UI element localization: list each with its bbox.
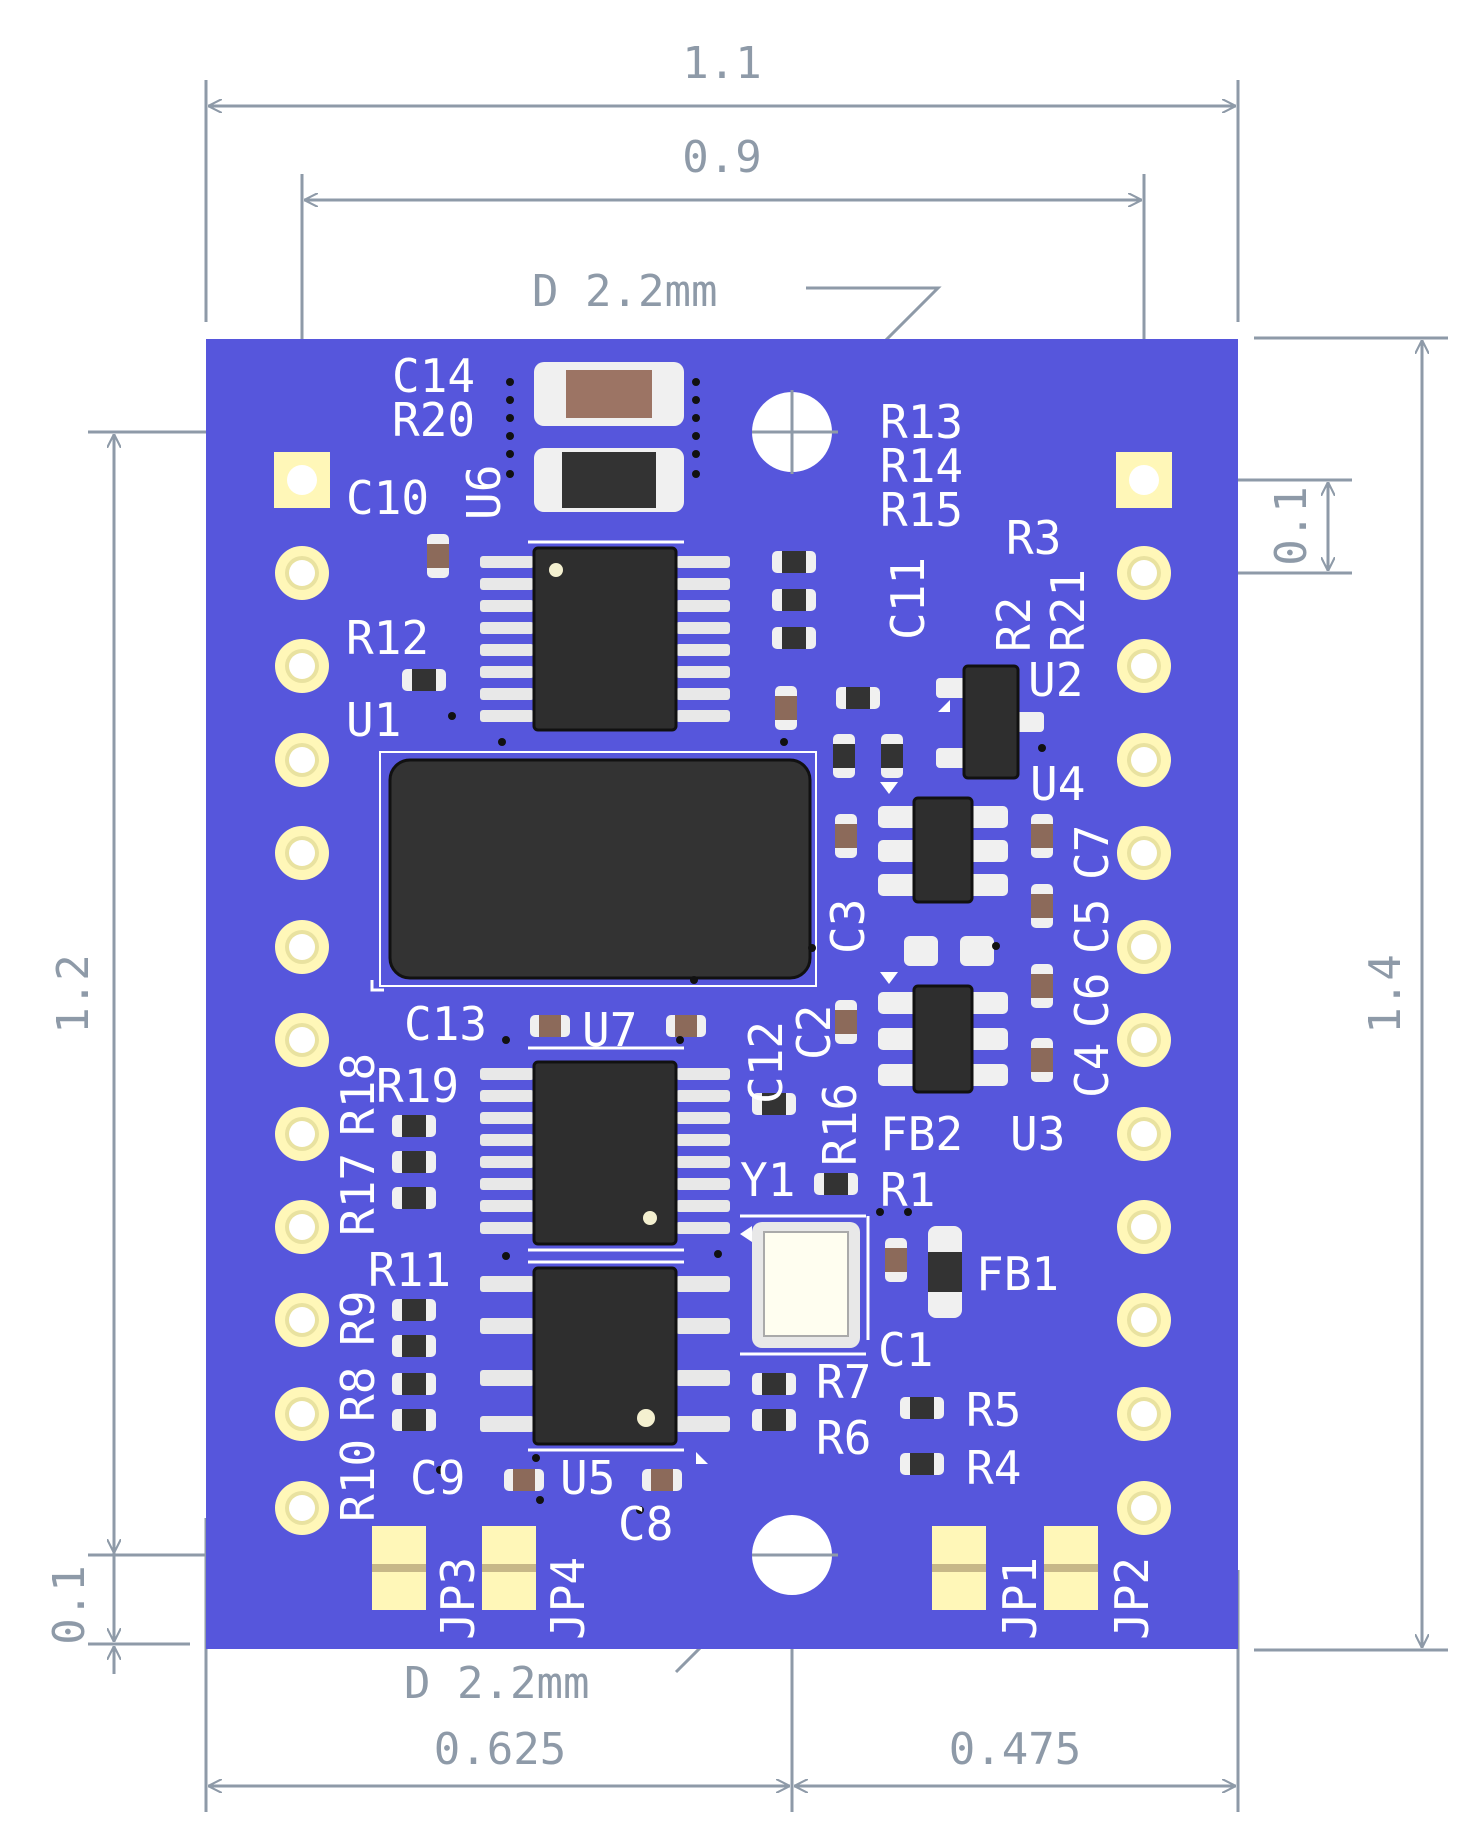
- label-r2: R2: [987, 597, 1041, 652]
- label-c4: C4: [1065, 1043, 1119, 1098]
- dim-left-offset: 0.1: [44, 1565, 95, 1644]
- silk-outlines: [370, 540, 870, 1452]
- label-r14: R14: [880, 439, 963, 493]
- label-u3: U3: [1010, 1107, 1065, 1161]
- ic-u3: [878, 972, 1008, 1094]
- dim-hole-top: D 2.2mm: [532, 266, 717, 317]
- label-c5: C5: [1065, 899, 1119, 954]
- label-c13: C13: [404, 997, 487, 1051]
- ic-u5-soic: [480, 1266, 730, 1464]
- label-jp2: JP2: [1105, 1557, 1159, 1640]
- label-r17: R17: [331, 1153, 385, 1236]
- dim-right-height: 1.4: [1360, 954, 1411, 1033]
- u1-module: [379, 751, 817, 987]
- label-jp3: JP3: [431, 1557, 485, 1640]
- reference-designators: C14 R20 C10 U6 R13 R14 R15 R3 C11 R2 R21…: [331, 349, 1159, 1640]
- label-r8: R8: [331, 1367, 385, 1422]
- ic-u2: [936, 664, 1044, 780]
- label-fb2: FB2: [880, 1107, 963, 1161]
- label-c3: C3: [821, 899, 875, 954]
- label-c8: C8: [618, 1497, 673, 1551]
- label-jp4: JP4: [541, 1557, 595, 1640]
- header-right: [1116, 452, 1172, 1535]
- label-r21: R21: [1041, 569, 1095, 652]
- label-r1: R1: [880, 1163, 935, 1217]
- label-r3: R3: [1006, 511, 1061, 565]
- label-c2: C2: [787, 1005, 841, 1060]
- label-u2: U2: [1028, 653, 1083, 707]
- label-jp1: JP1: [993, 1557, 1047, 1640]
- y1-crystal: [740, 1222, 860, 1348]
- u6-part: [534, 448, 684, 512]
- label-u7: U7: [582, 1003, 637, 1057]
- label-u1: U1: [346, 693, 401, 747]
- label-r5: R5: [966, 1383, 1021, 1437]
- vias: [436, 378, 1046, 1514]
- label-u6: U6: [457, 465, 511, 520]
- ic-u7-ssop: [480, 1060, 730, 1246]
- label-y1: Y1: [740, 1153, 795, 1207]
- label-c9: C9: [410, 1451, 465, 1505]
- label-r20: R20: [392, 393, 475, 447]
- label-r18: R18: [331, 1053, 385, 1136]
- dimension-labels: 1.1 0.9 D 2.2mm 1.2 0.1 1.4 0.1 D 2.2mm …: [44, 38, 1411, 1775]
- label-r7: R7: [816, 1355, 871, 1409]
- dim-left-height: 1.2: [48, 954, 99, 1033]
- dim-hole-bottom: D 2.2mm: [404, 1658, 589, 1709]
- label-r13: R13: [880, 395, 963, 449]
- label-r15: R15: [880, 483, 963, 537]
- dim-bottom-left: 0.625: [434, 1724, 566, 1775]
- label-r16: R16: [813, 1083, 867, 1166]
- fb1-part: [928, 1226, 962, 1318]
- jumpers: [372, 1526, 1098, 1610]
- label-r19: R19: [376, 1059, 459, 1113]
- label-c7: C7: [1065, 825, 1119, 880]
- c14-part: [534, 362, 684, 426]
- label-r11: R11: [368, 1243, 451, 1297]
- label-c14: C14: [392, 349, 475, 403]
- label-u4: U4: [1030, 757, 1085, 811]
- label-r10: R10: [331, 1439, 385, 1522]
- header-left: [274, 452, 330, 1535]
- dim-top-outer: 1.1: [682, 38, 761, 89]
- label-c11: C11: [881, 557, 935, 640]
- label-fb1: FB1: [976, 1247, 1059, 1301]
- label-c1: C1: [878, 1323, 933, 1377]
- label-r9: R9: [331, 1291, 385, 1346]
- ic-top-ssop: [480, 546, 730, 732]
- label-c10: C10: [346, 471, 429, 525]
- dim-top-inner: 0.9: [682, 132, 761, 183]
- label-c6: C6: [1065, 973, 1119, 1028]
- label-c12: C12: [739, 1021, 793, 1104]
- dim-bottom-right: 0.475: [949, 1724, 1081, 1775]
- label-r4: R4: [966, 1441, 1021, 1495]
- label-u5: U5: [560, 1451, 615, 1505]
- label-r6: R6: [816, 1411, 871, 1465]
- ic-u4: [878, 782, 1008, 904]
- dim-right-pitch: 0.1: [1266, 486, 1317, 565]
- label-r12: R12: [346, 611, 429, 665]
